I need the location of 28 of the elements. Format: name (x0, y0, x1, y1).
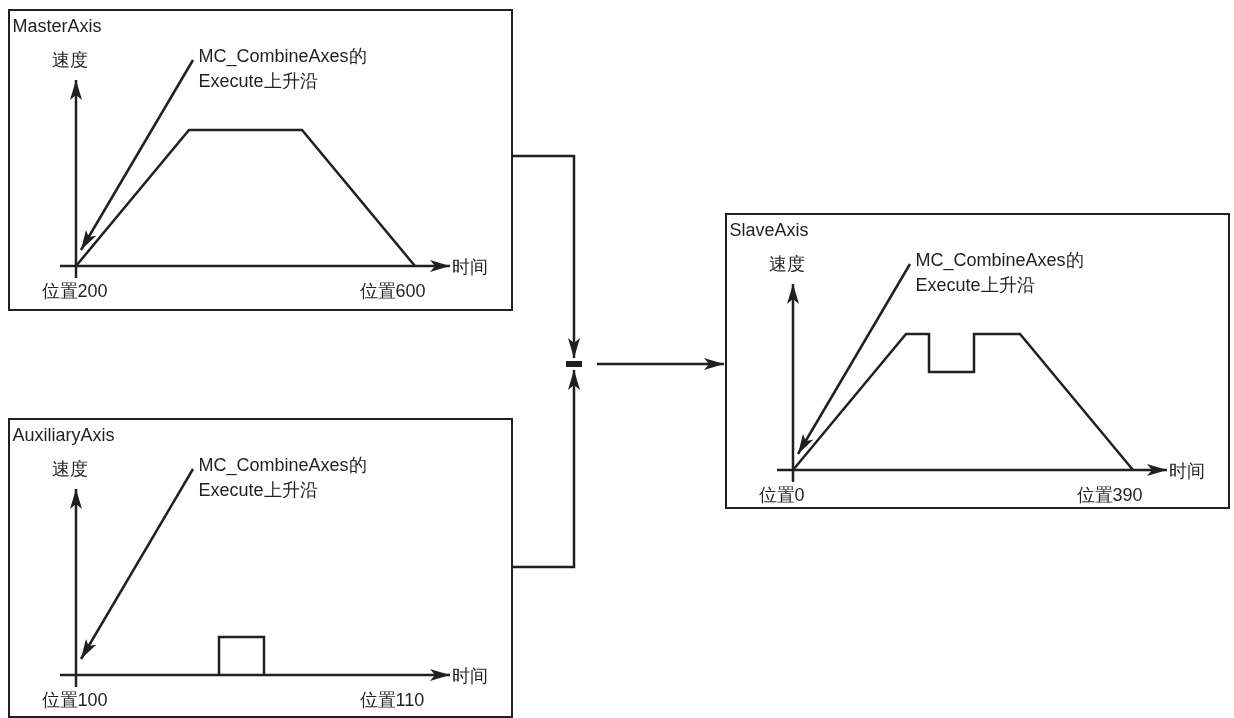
axis-title: AuxiliaryAxis (12, 424, 115, 446)
axis-label: 时间 (451, 256, 488, 278)
axis-label: 速度 (51, 458, 88, 480)
position-label: 位置390 (1076, 484, 1143, 506)
chart-panel (725, 213, 1230, 509)
axis-label: 时间 (1168, 460, 1205, 482)
position-label: 位置110 (359, 689, 425, 711)
leader-line (79, 59, 195, 251)
axis-label: 速度 (768, 253, 805, 275)
leader-line (79, 468, 195, 660)
axis-title: MasterAxis (12, 15, 102, 37)
position-label: 位置0 (758, 484, 805, 506)
position-label: 位置600 (359, 280, 426, 302)
axis-label: 速度 (51, 49, 88, 71)
arrow (513, 154, 580, 358)
position-label: 位置200 (41, 280, 108, 302)
position-label: 位置100 (41, 689, 108, 711)
chart-panel (8, 418, 513, 718)
chart-panel (8, 9, 513, 311)
annotation-text: MC_CombineAxes的 Execute上升沿 (198, 452, 399, 503)
annotation-text: MC_CombineAxes的 Execute上升沿 (198, 43, 399, 94)
arrow (597, 358, 724, 370)
leader-line (796, 263, 912, 455)
annotation-text: MC_CombineAxes的 Execute上升沿 (915, 247, 1116, 298)
arrow (513, 370, 580, 569)
axis-title: SlaveAxis (729, 219, 809, 241)
junction-bar (566, 361, 582, 367)
axis-label: 时间 (451, 665, 488, 687)
